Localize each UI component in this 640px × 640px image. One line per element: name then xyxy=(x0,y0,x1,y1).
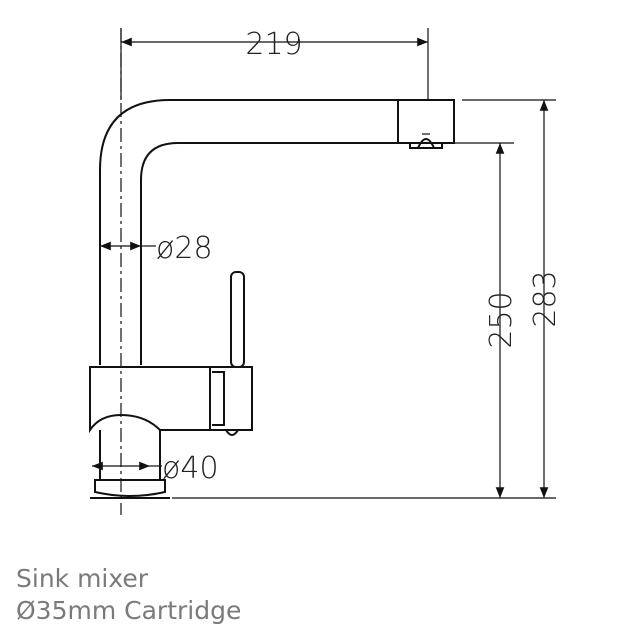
product-name: Sink mixer xyxy=(16,564,149,593)
cartridge-spec: Ø35mm Cartridge xyxy=(16,596,242,625)
faucet-body xyxy=(89,366,253,499)
faucet-spout xyxy=(99,99,455,365)
dim-spout-reach-label: 219 xyxy=(245,27,302,62)
dim-total-height: 283 xyxy=(172,99,563,499)
dim-total-height-label: 283 xyxy=(528,270,563,327)
dim-spout-height: 250 xyxy=(442,142,519,498)
dim-spout-height-label: 250 xyxy=(484,291,519,348)
product-caption: Sink mixer Ø35mm Cartridge xyxy=(16,563,241,627)
dim-base-diameter: ø40 xyxy=(92,451,219,486)
faucet-handle-lever xyxy=(225,271,250,368)
dim-base-diameter-label: ø40 xyxy=(162,451,219,486)
dim-spout-reach: 219 xyxy=(120,27,429,100)
dim-spout-diameter-label: ø28 xyxy=(156,231,213,266)
dim-spout-diameter: ø28 xyxy=(100,231,213,266)
faucet-technical-drawing: 219 283 250 ø28 ø40 xyxy=(89,27,563,515)
